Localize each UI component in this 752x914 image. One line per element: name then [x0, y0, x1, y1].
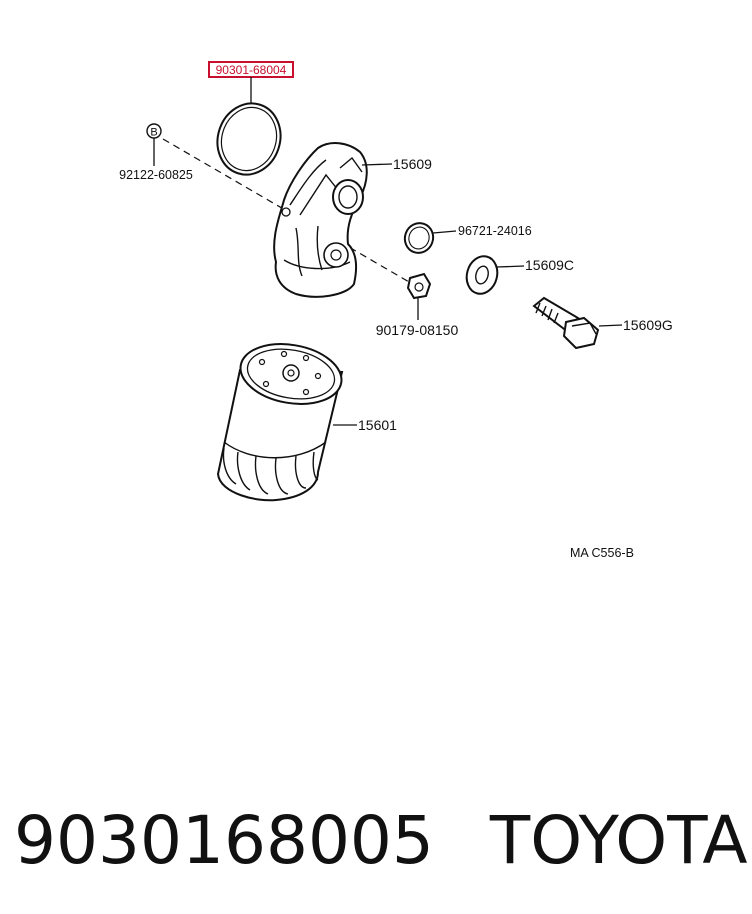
- washer: 15609C: [465, 255, 574, 295]
- small-o-ring: 96721-24016: [403, 222, 532, 254]
- parts-diagram: 90301-68004 B 92122-60825 15609: [119, 61, 673, 560]
- bolt-marker-callout: B 92122-60825: [119, 123, 193, 182]
- label-96721-24016: 96721-24016: [458, 224, 532, 238]
- highlighted-part-callout[interactable]: 90301-68004: [208, 61, 294, 103]
- oil-filter: 15601: [216, 343, 397, 502]
- part-number: 9030168005: [14, 802, 434, 879]
- label-15609: 15609: [393, 156, 432, 172]
- o-ring-gasket: [216, 102, 282, 176]
- label-92122-60825: 92122-60825: [119, 168, 193, 182]
- label-90179-08150: 90179-08150: [376, 322, 459, 338]
- brand-name: TOYOTA: [489, 802, 748, 879]
- label-15601: 15601: [358, 417, 397, 433]
- drawing-code: MA C556-B: [570, 546, 634, 560]
- nut: 90179-08150: [376, 272, 459, 338]
- union-bolt: 15609G: [532, 296, 673, 350]
- label-15609c: 15609C: [525, 257, 574, 273]
- footer-caption: 9030168005 TOYOTA: [14, 796, 748, 886]
- highlighted-part-label: 90301-68004: [216, 63, 287, 77]
- oil-filter-bracket: 15609: [273, 142, 432, 298]
- marker-letter: B: [150, 127, 157, 139]
- label-15609g: 15609G: [623, 317, 673, 333]
